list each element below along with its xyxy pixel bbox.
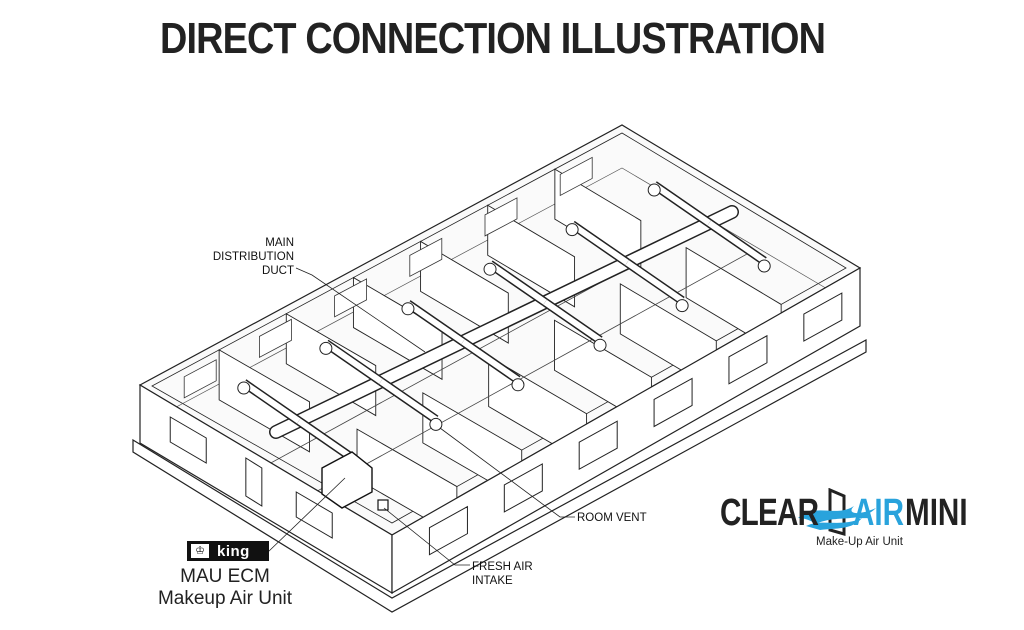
branch-duct bbox=[570, 222, 629, 266]
king-logo: ♔ king bbox=[187, 541, 269, 561]
unit-description: Makeup Air Unit bbox=[157, 588, 293, 609]
logo-word-clear: CLEAR bbox=[720, 492, 819, 534]
branch-duct bbox=[242, 380, 301, 424]
main-duct-label: MAIN DISTRIBUTION DUCT bbox=[206, 236, 294, 278]
window bbox=[295, 491, 333, 539]
back-window bbox=[258, 318, 292, 359]
room-vent-elbow bbox=[593, 338, 607, 352]
unit-model: MAU ECM bbox=[180, 566, 270, 587]
fresh-air-leader bbox=[383, 507, 470, 566]
partition-wall bbox=[487, 204, 576, 308]
door bbox=[245, 457, 263, 507]
branch-duct bbox=[461, 339, 520, 383]
makeup-air-unit bbox=[321, 451, 373, 509]
label-line: DUCT bbox=[262, 265, 294, 277]
branch-duct bbox=[379, 378, 438, 422]
king-brand: king bbox=[217, 542, 250, 560]
room-vent-elbow bbox=[237, 381, 251, 395]
label-line: FRESH AIR bbox=[472, 561, 533, 573]
logo-word-air: AIR bbox=[853, 492, 905, 534]
unit-caption: MAU ECM Makeup Air Unit bbox=[155, 566, 295, 610]
window bbox=[653, 377, 693, 428]
window bbox=[169, 416, 207, 464]
main-duct-leader bbox=[295, 267, 426, 353]
mau-leader bbox=[267, 477, 346, 553]
window bbox=[578, 420, 618, 471]
window bbox=[803, 292, 843, 342]
room-vent-leader bbox=[439, 427, 575, 518]
branch-duct bbox=[488, 261, 547, 305]
main-distribution-duct bbox=[270, 206, 738, 438]
label-line: DISTRIBUTION bbox=[212, 251, 294, 263]
window bbox=[728, 334, 768, 385]
logo-word-mini: MINI bbox=[905, 492, 968, 534]
crown-icon: ♔ bbox=[191, 544, 209, 558]
back-window bbox=[334, 278, 368, 318]
fresh-air-label: FRESH AIR INTAKE bbox=[472, 560, 533, 588]
window-waves-icon bbox=[798, 488, 876, 536]
room-vent-elbow bbox=[429, 417, 443, 431]
label-line: INTAKE bbox=[472, 575, 513, 587]
room-vent-elbow bbox=[483, 262, 497, 276]
back-window bbox=[183, 359, 217, 399]
page-title: DIRECT CONNECTION ILLUSTRATION bbox=[160, 14, 826, 63]
window bbox=[503, 463, 543, 513]
back-window bbox=[484, 197, 518, 237]
logo-tagline: Make-Up Air Unit bbox=[816, 536, 903, 548]
fresh-air-intake bbox=[377, 499, 389, 511]
window bbox=[428, 505, 468, 556]
branch-duct bbox=[707, 220, 766, 264]
branch-duct bbox=[324, 340, 383, 384]
branch-duct bbox=[406, 301, 465, 345]
branch-duct bbox=[297, 418, 356, 462]
back-window bbox=[409, 237, 443, 278]
partition-wall bbox=[420, 240, 509, 344]
back-window bbox=[559, 156, 593, 197]
room-vent-elbow bbox=[675, 299, 689, 313]
building-base bbox=[132, 338, 867, 613]
branch-duct bbox=[625, 260, 684, 304]
branch-duct bbox=[543, 299, 602, 343]
room-vent-elbow bbox=[647, 183, 661, 197]
branch-duct bbox=[652, 182, 711, 226]
room-vent-elbow bbox=[401, 302, 415, 316]
room-vent-elbow bbox=[319, 341, 333, 355]
room-vent-elbow bbox=[565, 223, 579, 237]
clear-air-mini-logo: CLEAR AIR MINI Make-Up Air Unit bbox=[718, 488, 978, 550]
wall-inner-rim bbox=[151, 132, 847, 524]
label-line: MAIN bbox=[265, 237, 294, 249]
room-vent-elbow bbox=[757, 259, 771, 273]
room-vent-elbow bbox=[511, 378, 525, 392]
room-vent-label: ROOM VENT bbox=[577, 512, 647, 524]
